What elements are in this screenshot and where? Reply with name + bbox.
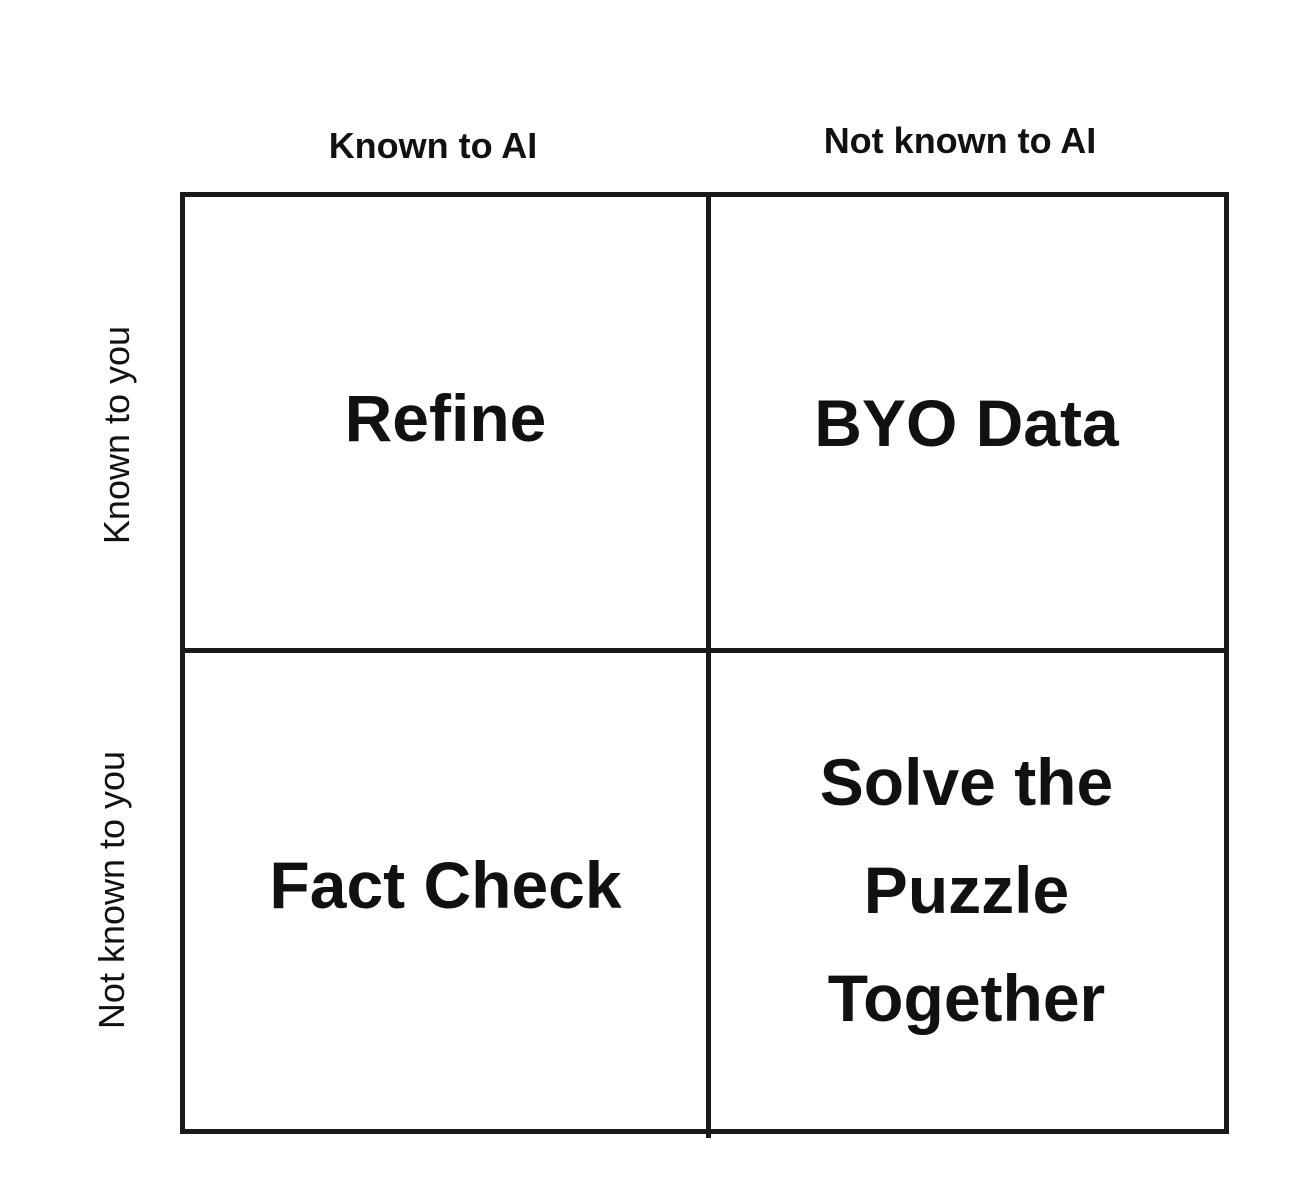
column-header-not-known-to-ai: Not known to AI: [823, 120, 1097, 161]
column-header-known-to-ai: Known to AI: [328, 125, 538, 166]
vertical-divider: [706, 192, 711, 1138]
cell-label-line: Puzzle: [863, 853, 1070, 927]
cell-byo-data: BYO Data: [711, 197, 1222, 648]
horizontal-divider: [180, 648, 1227, 653]
cell-fact-check: Fact Check: [185, 653, 706, 1127]
row-header-known-to-you: Known to you: [96, 325, 137, 545]
quadrant-grid: [180, 192, 1229, 1134]
cell-refine: Refine: [185, 197, 706, 648]
cell-label-line: Solve the: [819, 745, 1114, 819]
cell-solve-the-puzzle-together: Solve the Puzzle Together: [711, 653, 1222, 1127]
cell-label-line: Together: [827, 961, 1106, 1035]
cell-label: Refine: [344, 380, 547, 455]
cell-label: BYO Data: [814, 385, 1119, 460]
row-header-not-known-to-you: Not known to you: [91, 750, 132, 1030]
cell-label: Fact Check: [269, 848, 622, 922]
